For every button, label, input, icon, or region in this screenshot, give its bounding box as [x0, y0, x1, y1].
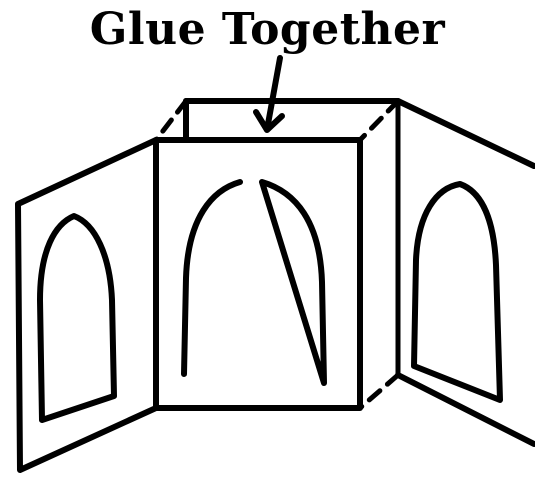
right-panel [398, 101, 534, 444]
center-panel [156, 140, 360, 408]
left-arch-window-icon [40, 216, 114, 420]
arrow-down-icon [256, 58, 282, 130]
right-arch-window-icon [414, 184, 500, 400]
left-panel [18, 140, 156, 470]
